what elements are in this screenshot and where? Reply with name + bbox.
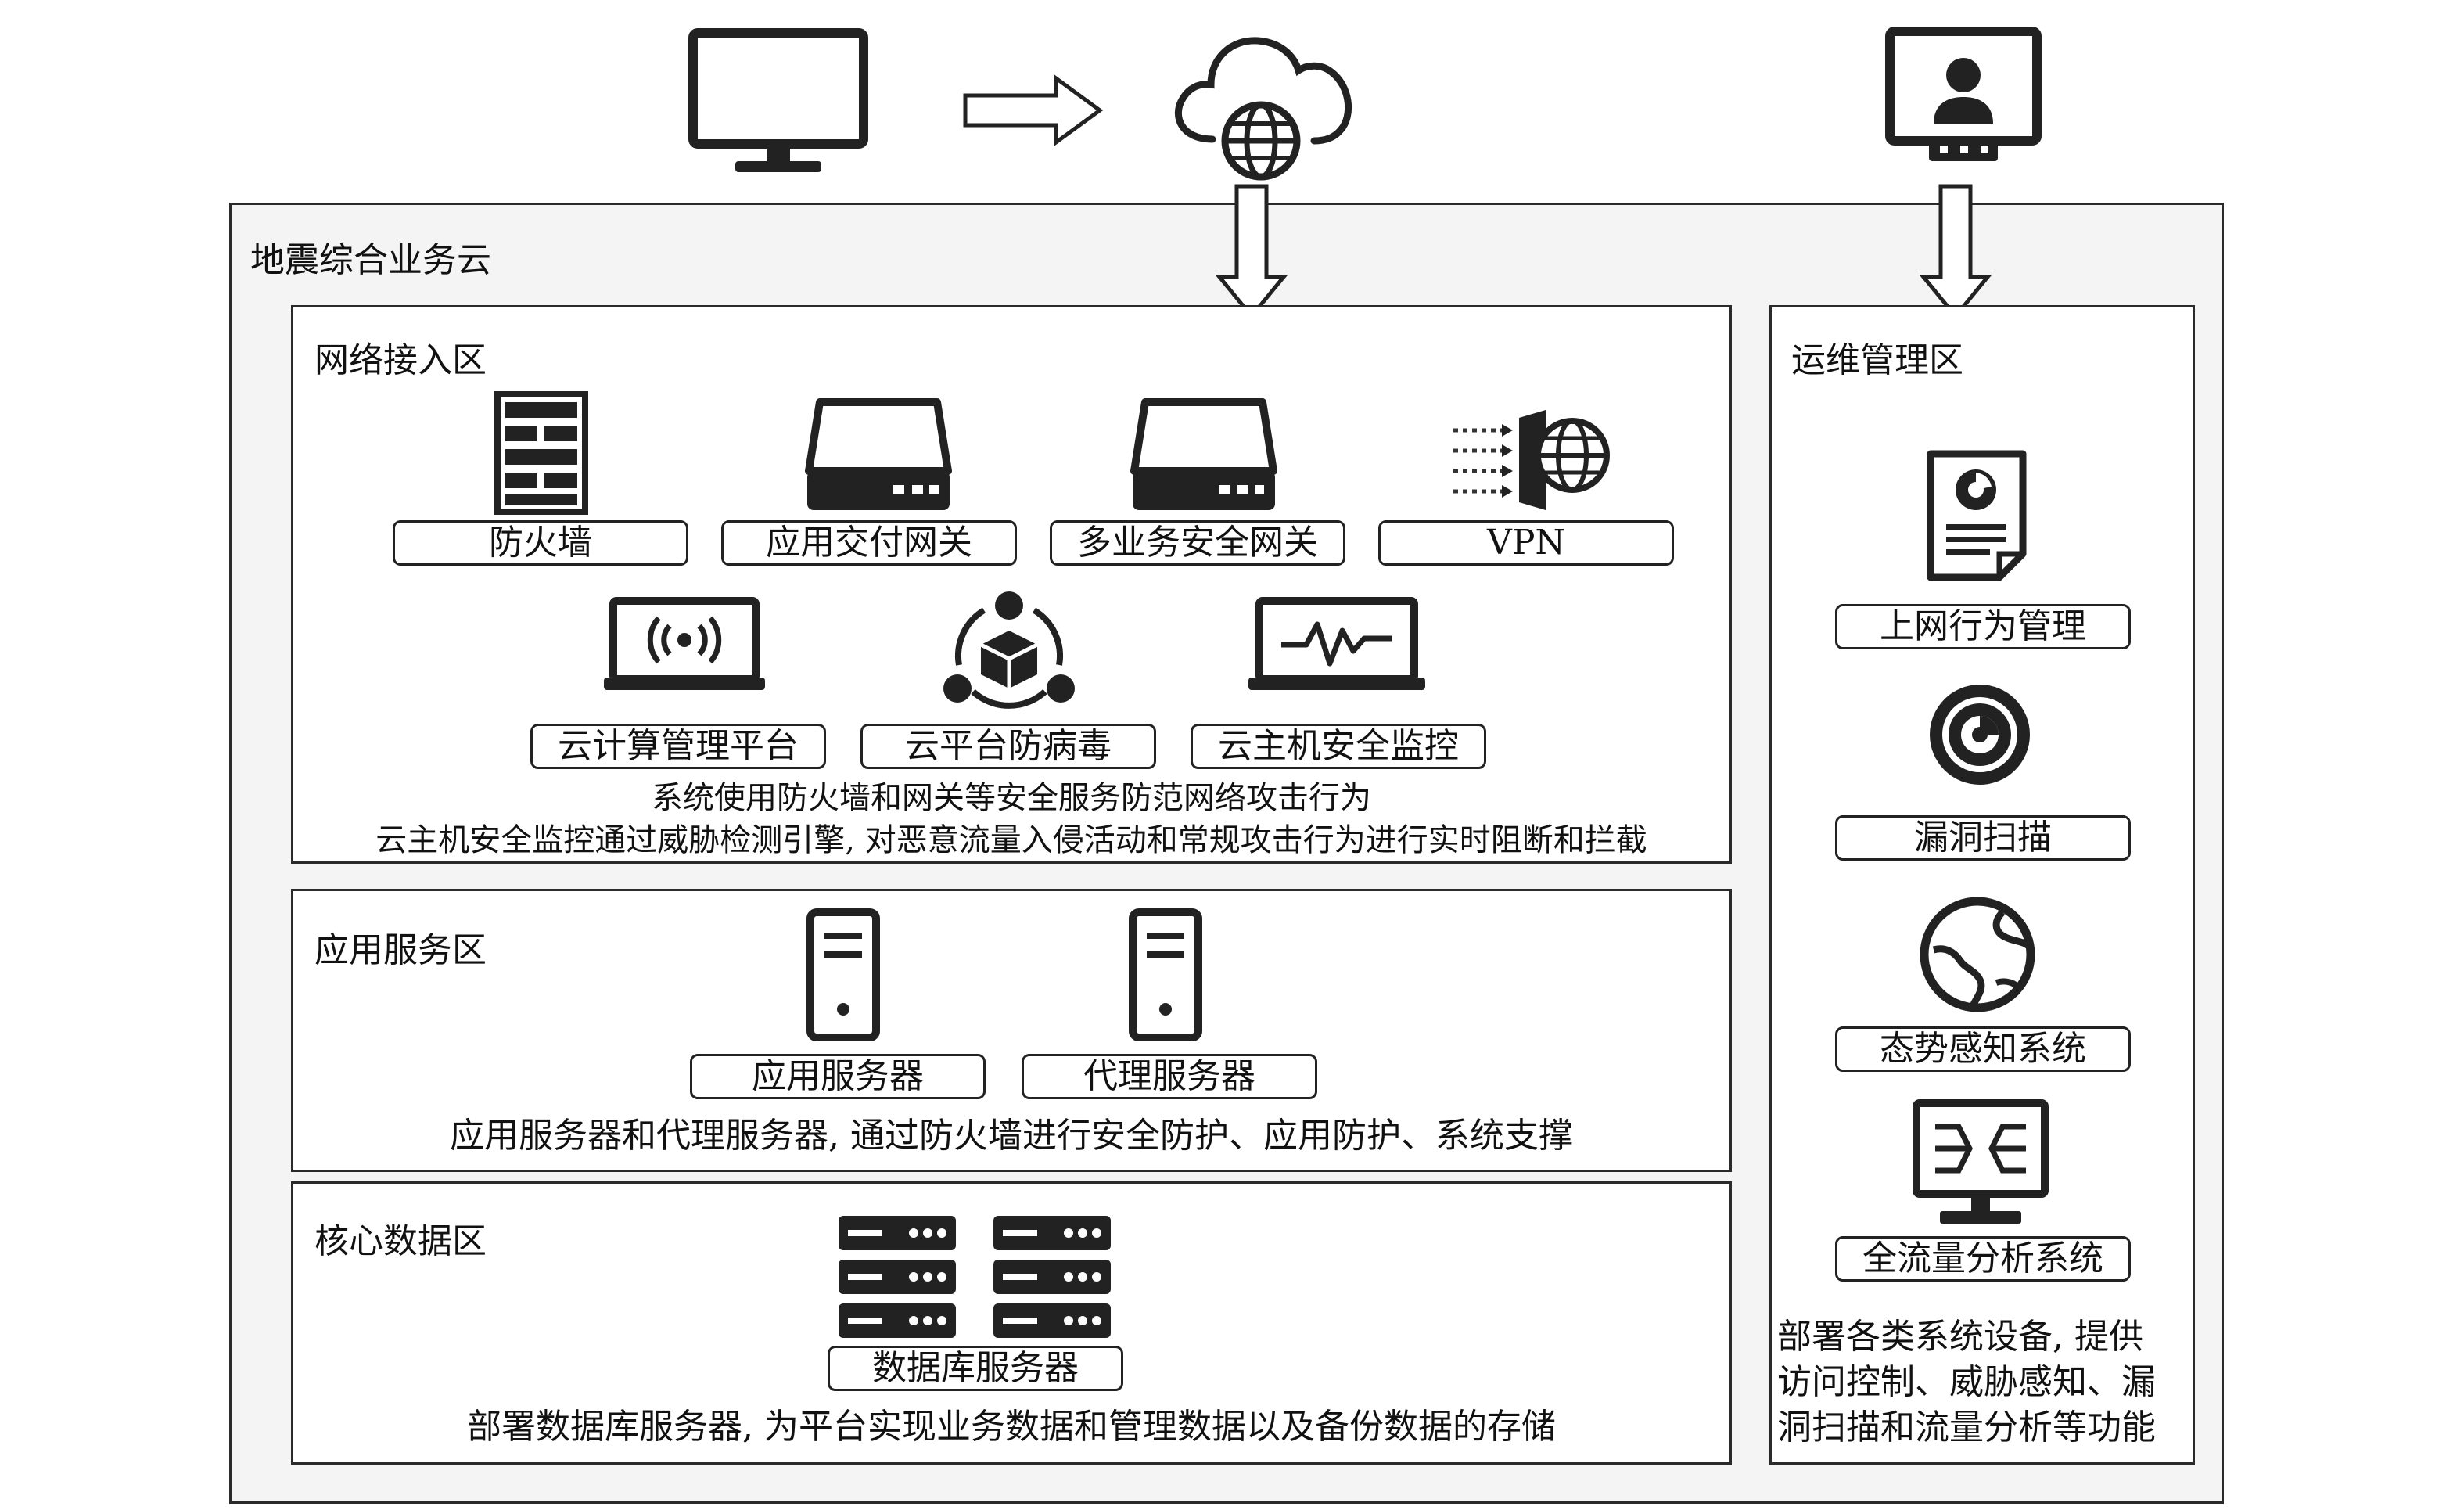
network-zone-desc-line2: 云主机安全监控通过威胁检测引擎, 对恶意流量入侵活动和常规攻击行为进行实时阻断和… xyxy=(375,822,1647,858)
database-server-icon xyxy=(839,1216,1111,1338)
device-label-app-server: 应用服务器 xyxy=(690,1054,986,1099)
device-label-firewall: 防火墙 xyxy=(393,520,688,566)
server-icon xyxy=(1129,908,1202,1041)
ops-zone-desc-line3: 洞扫描和流量分析等功能 xyxy=(1777,1408,2156,1447)
down-arrow-icon xyxy=(1919,184,1992,319)
antivirus-icon xyxy=(943,591,1075,709)
cloud-mgmt-icon xyxy=(604,597,765,690)
ops-label-situation-awareness: 态势感知系统 xyxy=(1835,1026,2131,1072)
firewall-icon xyxy=(494,391,588,515)
globe-icon xyxy=(1920,897,2035,1012)
device-label-cloud-mgmt-platform: 云计算管理平台 xyxy=(530,724,826,769)
right-arrow-icon xyxy=(963,74,1104,146)
cloud-globe-icon xyxy=(1174,37,1352,181)
outer-title: 地震综合业务云 xyxy=(250,240,491,280)
device-label-multi-service-gateway: 多业务安全网关 xyxy=(1050,520,1345,566)
traffic-analysis-icon xyxy=(1913,1099,2049,1224)
ops-label-internet-behavior-mgmt: 上网行为管理 xyxy=(1835,604,2131,649)
application-service-zone xyxy=(291,889,1732,1172)
ops-label-full-traffic-analysis: 全流量分析系统 xyxy=(1835,1236,2131,1282)
ops-zone-title: 运维管理区 xyxy=(1791,340,1963,380)
vpn-icon xyxy=(1453,410,1610,510)
scan-icon xyxy=(1930,685,2030,785)
core-zone-title: 核心数据区 xyxy=(314,1221,487,1261)
device-label-vpn: VPN xyxy=(1378,520,1674,566)
device-label-app-delivery-gateway: 应用交付网关 xyxy=(721,520,1017,566)
device-label-host-security-monitor: 云主机安全监控 xyxy=(1191,724,1486,769)
network-zone-desc-line1: 系统使用防火墙和网关等安全服务防范网络攻击行为 xyxy=(652,780,1371,816)
ops-label-vulnerability-scan: 漏洞扫描 xyxy=(1835,815,2131,861)
network-zone-title: 网络接入区 xyxy=(314,340,487,380)
admin-monitor-icon xyxy=(1885,27,2042,161)
ops-zone-desc-line1: 部署各类系统设备, 提供 xyxy=(1777,1317,2143,1357)
core-zone-desc: 部署数据库服务器, 为平台实现业务数据和管理数据以及备份数据的存储 xyxy=(467,1407,1556,1447)
app-zone-desc: 应用服务器和代理服务器, 通过防火墙进行安全防护、应用防护、系统支撑 xyxy=(450,1116,1573,1156)
down-arrow-icon xyxy=(1215,184,1288,319)
device-label-proxy-server: 代理服务器 xyxy=(1022,1054,1317,1099)
security-gateway-icon xyxy=(1130,398,1277,510)
monitor-icon xyxy=(688,28,868,172)
host-monitor-icon xyxy=(1248,597,1425,690)
report-icon xyxy=(1927,450,2027,581)
server-icon xyxy=(806,908,880,1041)
device-label-cloud-antivirus: 云平台防病毒 xyxy=(860,724,1156,769)
gateway-icon xyxy=(805,398,952,510)
ops-zone-desc-line2: 访问控制、威胁感知、漏 xyxy=(1777,1362,2156,1402)
device-label-database-server: 数据库服务器 xyxy=(828,1346,1123,1391)
app-zone-title: 应用服务区 xyxy=(314,930,487,970)
